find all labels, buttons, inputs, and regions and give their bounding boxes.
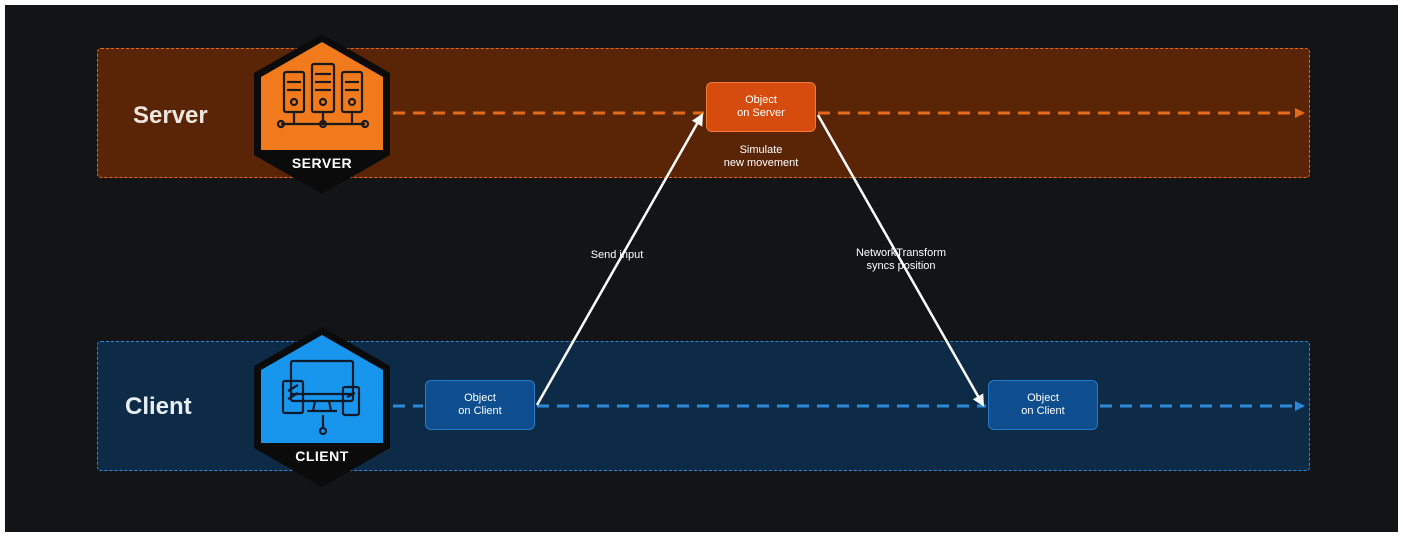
server-badge: SERVER	[251, 32, 393, 196]
server-lane-label: Server	[133, 102, 208, 129]
client-badge-label: CLIENT	[295, 448, 349, 464]
client-badge: CLIENT	[251, 325, 393, 489]
object-on-client-start-line2: on Client	[458, 405, 502, 417]
simulate-caption-line2: new movement	[723, 157, 799, 169]
object-on-client-end-line1: Object	[1027, 392, 1059, 404]
arrows-layer	[393, 108, 1305, 411]
send-input-arrow	[535, 113, 704, 406]
send-input-caption: Send input	[590, 249, 644, 261]
diagram-canvas: Server Client	[5, 5, 1398, 532]
object-on-client-end-line2: on Client	[1021, 405, 1065, 417]
simulate-caption: Simulate new movement	[705, 144, 817, 170]
sync-caption-line1: NetworkTransform	[855, 247, 947, 259]
server-rack-icon	[254, 34, 390, 194]
object-on-server-line1: Object	[745, 94, 777, 106]
object-on-server-box: Object on Server	[706, 82, 816, 132]
sync-caption: NetworkTransform syncs position	[841, 247, 961, 273]
sync-arrow	[816, 114, 985, 407]
simulate-caption-line1: Simulate	[739, 144, 783, 156]
object-on-client-end-box: Object on Client	[988, 380, 1098, 430]
devices-icon	[254, 327, 390, 487]
object-on-server-line2: on Server	[737, 107, 785, 119]
sync-caption-line2: syncs position	[866, 260, 936, 272]
object-on-client-start-box: Object on Client	[425, 380, 535, 430]
object-on-client-start-line1: Object	[464, 392, 496, 404]
client-lane-label: Client	[125, 393, 192, 420]
server-badge-label: SERVER	[291, 155, 353, 171]
